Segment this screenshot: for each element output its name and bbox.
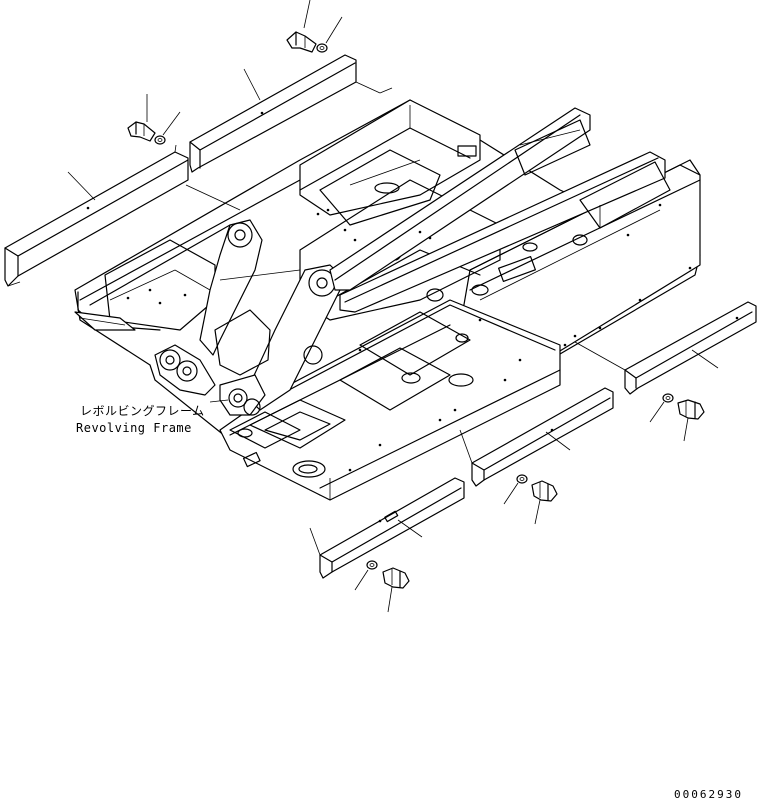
washer-upper-b bbox=[154, 135, 166, 145]
washer-upper-a bbox=[316, 43, 328, 53]
washer-right-b bbox=[516, 474, 528, 484]
bolt-right-c bbox=[382, 567, 410, 589]
cover-plate-right-a bbox=[574, 301, 757, 395]
cover-plate-right-b bbox=[459, 387, 614, 487]
washer-right-c bbox=[366, 560, 378, 570]
part-name-japanese: レボルビングフレーム bbox=[80, 404, 205, 418]
revolving-frame-illustration bbox=[74, 99, 701, 501]
drawing-number: 00062930 bbox=[674, 788, 743, 801]
fastener-holes bbox=[126, 203, 692, 472]
cover-plate-upper-left-b bbox=[189, 54, 393, 173]
bolt-right-a bbox=[677, 399, 705, 420]
washer-right-a bbox=[662, 393, 674, 403]
part-name-english: Revolving Frame bbox=[76, 421, 192, 435]
bolt-right-b bbox=[531, 480, 558, 502]
bolt-upper-a bbox=[286, 31, 317, 53]
cover-plate-right-c bbox=[309, 477, 465, 579]
cover-plate-upper-left-a bbox=[4, 144, 241, 287]
leader-lines bbox=[67, 0, 719, 613]
bolt-upper-b bbox=[127, 121, 156, 142]
